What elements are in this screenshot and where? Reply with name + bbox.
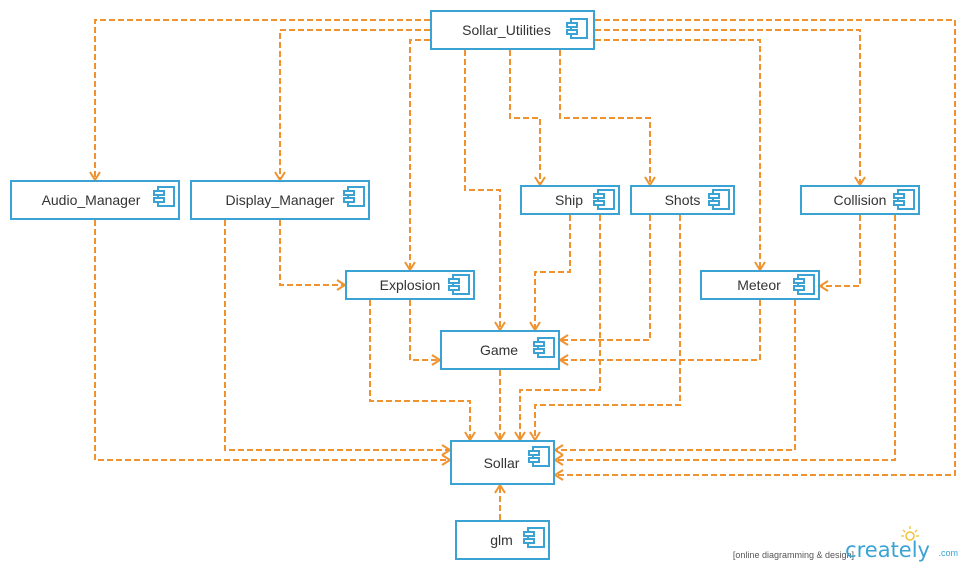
component-label: Sollar xyxy=(483,455,520,471)
sun-icon xyxy=(901,526,919,541)
component-meteor[interactable]: Meteor xyxy=(700,270,820,300)
component-icon xyxy=(566,18,588,39)
component-label: Meteor xyxy=(737,277,781,293)
dependency-arrow-sollar-utilities-to-collision xyxy=(595,29,866,187)
component-sollar-utilities[interactable]: Sollar_Utilities xyxy=(430,10,595,50)
dependency-arrow-ship-to-sollar xyxy=(514,215,601,442)
component-icon xyxy=(708,189,730,210)
component-icon xyxy=(523,527,545,548)
component-icon xyxy=(448,274,470,295)
dependency-arrow-audio-manager-to-sollar xyxy=(94,220,452,466)
dependency-arrow-shots-to-sollar xyxy=(529,215,681,442)
component-label: Game xyxy=(479,342,519,358)
dependency-arrow-sollar-utilities-to-ship xyxy=(509,50,546,187)
dependency-arrow-collision-to-sollar xyxy=(553,215,896,466)
dependency-arrow-explosion-to-sollar xyxy=(369,300,476,442)
component-icon xyxy=(893,189,915,210)
component-label: Audio_Manager xyxy=(41,192,141,208)
dependency-arrow-sollar-utilities-to-audio-manager xyxy=(89,19,430,182)
component-shots[interactable]: Shots xyxy=(630,185,735,215)
dependency-arrow-meteor-to-game xyxy=(558,300,761,366)
component-icon xyxy=(533,337,555,358)
component-icon xyxy=(153,186,175,207)
component-audio-manager[interactable]: Audio_Manager xyxy=(10,180,180,220)
dependency-arrow-collision-to-meteor xyxy=(818,215,861,292)
component-label: Collision xyxy=(833,192,887,208)
component-icon xyxy=(793,274,815,295)
dependency-arrow-ship-to-game xyxy=(529,215,571,332)
dependency-arrow-sollar-utilities-to-meteor xyxy=(595,39,766,272)
component-label: Display_Manager xyxy=(225,192,335,208)
component-sollar[interactable]: Sollar xyxy=(450,440,555,485)
component-ship[interactable]: Ship xyxy=(520,185,620,215)
dependency-arrow-explosion-to-game xyxy=(409,300,442,366)
dependency-arrow-sollar-utilities-to-shots xyxy=(559,50,656,187)
component-label: Ship xyxy=(554,192,584,208)
component-glm[interactable]: glm xyxy=(455,520,550,560)
component-label: Shots xyxy=(664,192,701,208)
dependency-arrow-sollar-utilities-to-game xyxy=(464,50,506,332)
dependency-arrow-display-manager-to-explosion xyxy=(279,220,347,291)
component-label: Sollar_Utilities xyxy=(462,22,551,38)
dependency-arrow-sollar-utilities-to-sollar xyxy=(553,19,956,481)
component-icon xyxy=(343,186,365,207)
component-label: Explosion xyxy=(379,277,441,293)
component-icon xyxy=(593,189,615,210)
component-label: glm xyxy=(490,532,513,548)
component-display-manager[interactable]: Display_Manager xyxy=(190,180,370,220)
watermark-tagline: [online diagramming & design] xyxy=(732,550,854,560)
creately-logo: creately xyxy=(845,538,930,562)
dependency-arrow-meteor-to-sollar xyxy=(553,300,796,456)
dependency-arrow-display-manager-to-sollar xyxy=(224,220,452,456)
dependency-lines xyxy=(89,19,956,520)
component-collision[interactable]: Collision xyxy=(800,185,920,215)
dependency-arrow-sollar-utilities-to-display-manager xyxy=(274,29,430,182)
creately-watermark: [online diagramming & design] creately .… xyxy=(718,526,958,562)
component-game[interactable]: Game xyxy=(440,330,560,370)
dependency-arrow-sollar-utilities-to-explosion xyxy=(404,39,430,272)
component-explosion[interactable]: Explosion xyxy=(345,270,475,300)
watermark-suffix: .com xyxy=(938,548,958,558)
component-icon xyxy=(528,446,550,467)
dependency-arrow-shots-to-game xyxy=(558,215,651,346)
